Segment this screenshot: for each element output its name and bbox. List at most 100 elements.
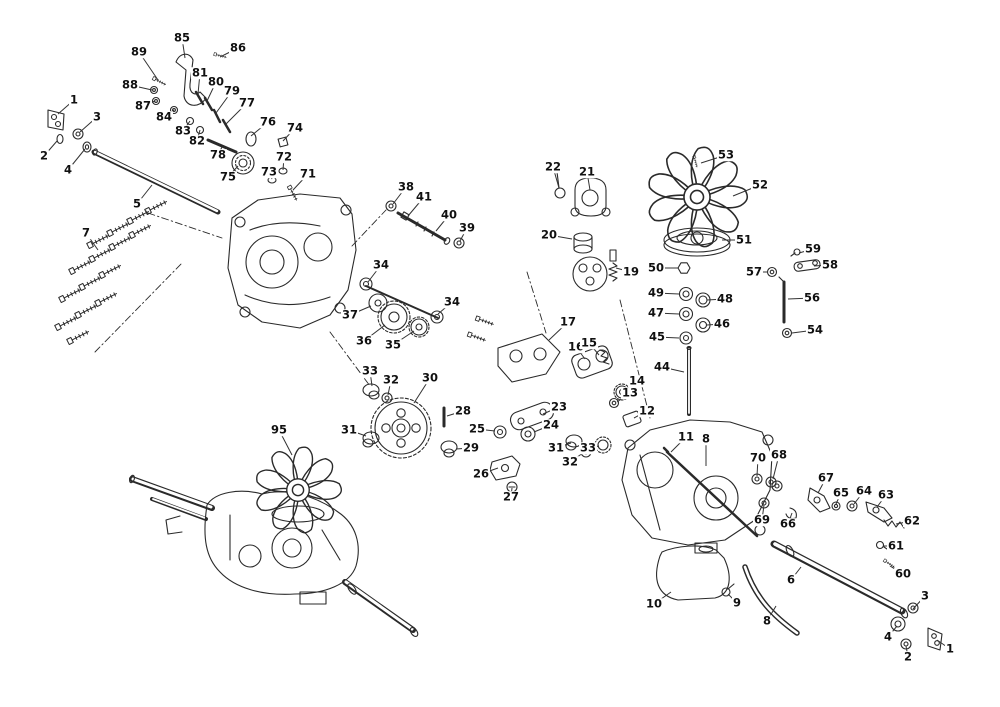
callout-46: 46	[712, 316, 732, 331]
brake-lever-cluster	[149, 52, 299, 202]
callout-23: 23	[549, 399, 569, 414]
callout-71: 71	[298, 166, 318, 181]
callout-1: 1	[944, 641, 956, 656]
callout-34: 34	[371, 257, 391, 272]
callout-10: 10	[644, 596, 664, 611]
callout-95: 95	[269, 422, 289, 437]
callout-59: 59	[803, 241, 823, 256]
callout-41: 41	[414, 189, 434, 204]
callout-88: 88	[120, 77, 140, 92]
callout-54: 54	[805, 322, 825, 337]
callout-12: 12	[637, 403, 657, 418]
callout-4: 4	[62, 162, 74, 177]
callout-34: 34	[442, 294, 462, 309]
callout-65: 65	[831, 485, 851, 500]
callout-64: 64	[854, 483, 874, 498]
upper-housing	[227, 193, 357, 329]
callout-3: 3	[91, 109, 103, 124]
callout-67: 67	[816, 470, 836, 485]
callout-9: 9	[731, 595, 743, 610]
gear-cluster	[359, 277, 444, 338]
callout-36: 36	[354, 333, 374, 348]
callout-2: 2	[38, 148, 50, 163]
callout-70: 70	[748, 450, 768, 465]
callout-37: 37	[340, 307, 360, 322]
callout-76: 76	[258, 114, 278, 129]
callout-50: 50	[646, 260, 666, 275]
callout-3: 3	[919, 588, 931, 603]
callout-8: 8	[700, 431, 712, 446]
callout-47: 47	[646, 305, 666, 320]
callout-58: 58	[820, 257, 840, 272]
callout-60: 60	[893, 566, 913, 581]
callout-68: 68	[769, 447, 789, 462]
callout-79: 79	[222, 83, 242, 98]
callout-7: 7	[80, 225, 92, 240]
callout-85: 85	[172, 30, 192, 45]
callout-89: 89	[129, 44, 149, 59]
callout-86: 86	[228, 40, 248, 55]
pump-assembly	[554, 167, 618, 292]
callout-26: 26	[471, 466, 491, 481]
callout-77: 77	[237, 95, 257, 110]
callout-30: 30	[420, 370, 440, 385]
callout-84: 84	[154, 109, 174, 124]
callout-87: 87	[133, 98, 153, 113]
callout-66: 66	[778, 516, 798, 531]
right-housing	[621, 419, 774, 554]
callout-83: 83	[173, 123, 193, 138]
callout-75: 75	[218, 169, 238, 184]
callout-28: 28	[453, 403, 473, 418]
callout-2: 2	[902, 649, 914, 664]
callout-13: 13	[620, 385, 640, 400]
callout-1: 1	[68, 92, 80, 107]
case-screws	[54, 198, 169, 345]
callout-20: 20	[539, 227, 559, 242]
callout-11: 11	[676, 429, 696, 444]
input-shaft-parts	[47, 109, 221, 215]
callout-63: 63	[876, 487, 896, 502]
callout-25: 25	[467, 421, 487, 436]
callout-81: 81	[190, 65, 210, 80]
callout-78: 78	[208, 147, 228, 162]
callout-31: 31	[339, 422, 359, 437]
callout-31: 31	[546, 440, 566, 455]
callout-73: 73	[259, 164, 279, 179]
callout-53: 53	[716, 147, 736, 162]
callout-52: 52	[750, 177, 770, 192]
fan-pulley-stack	[646, 146, 747, 416]
callout-44: 44	[652, 359, 672, 374]
callout-33: 33	[360, 363, 380, 378]
callout-4: 4	[882, 629, 894, 644]
callout-5: 5	[131, 196, 143, 211]
callout-33: 33	[578, 440, 598, 455]
callout-21: 21	[577, 164, 597, 179]
callout-16: 16	[566, 339, 586, 354]
callout-56: 56	[802, 290, 822, 305]
callout-35: 35	[383, 337, 403, 352]
callout-57: 57	[744, 264, 764, 279]
differential-parts	[489, 401, 555, 493]
pinion-shaft	[385, 200, 465, 249]
callout-74: 74	[285, 120, 305, 135]
callout-24: 24	[541, 417, 561, 432]
callout-51: 51	[734, 232, 754, 247]
callout-32: 32	[381, 372, 401, 387]
callout-48: 48	[715, 291, 735, 306]
callout-62: 62	[902, 513, 922, 528]
callout-8: 8	[761, 613, 773, 628]
callout-29: 29	[461, 440, 481, 455]
axle-and-tank	[656, 540, 943, 651]
callout-40: 40	[439, 207, 459, 222]
construction-lines	[94, 209, 651, 419]
callout-22: 22	[543, 159, 563, 174]
callout-69: 69	[752, 512, 772, 527]
callout-45: 45	[647, 329, 667, 344]
assembled-transaxle	[129, 446, 419, 637]
callout-82: 82	[187, 133, 207, 148]
control-rod-parts	[766, 248, 821, 339]
callout-27: 27	[501, 489, 521, 504]
callout-17: 17	[558, 314, 578, 329]
